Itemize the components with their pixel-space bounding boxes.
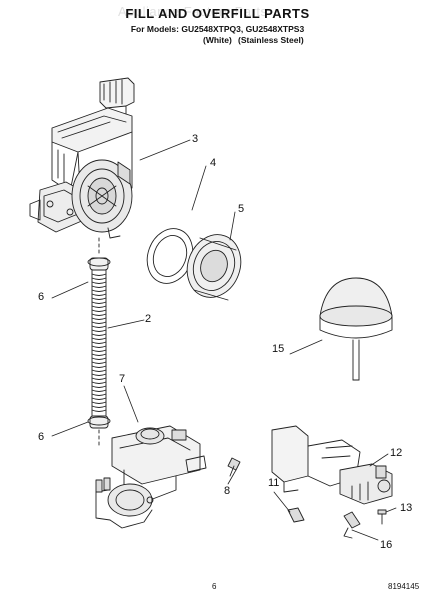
document-number: 8194145: [388, 582, 420, 591]
callout-15: 15: [272, 343, 285, 355]
cap-drawing: [186, 234, 242, 301]
callout-6-bottom: 6: [38, 431, 45, 443]
switch-drawing: [287, 507, 305, 523]
callout-4: 4: [210, 157, 217, 169]
float-drawing: [319, 277, 393, 381]
callout-12: 12: [390, 447, 403, 459]
fill-funnel-housing-drawing: [29, 77, 135, 239]
callout-16: 16: [380, 539, 393, 551]
callout-13: 13: [400, 502, 413, 514]
callout-3: 3: [192, 133, 199, 145]
fill-valve-drawing: [95, 425, 207, 529]
models-line: For Models: GU2548XTPQ3, GU2548XTPS3: [130, 24, 305, 34]
callout-7: 7: [119, 373, 126, 385]
connector-drawing: [343, 511, 361, 539]
variant-white: (White): [203, 35, 232, 45]
float-switch-bracket-drawing: [271, 425, 393, 505]
screw-13-drawing: [377, 509, 387, 525]
callout-11: 11: [268, 477, 280, 489]
clamp-drawings: [87, 257, 111, 426]
callout-2: 2: [145, 313, 152, 325]
page-title: FILL AND OVERFILL PARTS: [125, 6, 310, 21]
page-number: 6: [212, 582, 217, 591]
variant-stainless: (Stainless Steel): [238, 35, 304, 45]
callout-8: 8: [224, 485, 231, 497]
callout-5: 5: [238, 203, 245, 215]
leader-lines: [51, 139, 397, 541]
hose-drawing: [89, 237, 109, 449]
callout-6-top: 6: [38, 291, 45, 303]
